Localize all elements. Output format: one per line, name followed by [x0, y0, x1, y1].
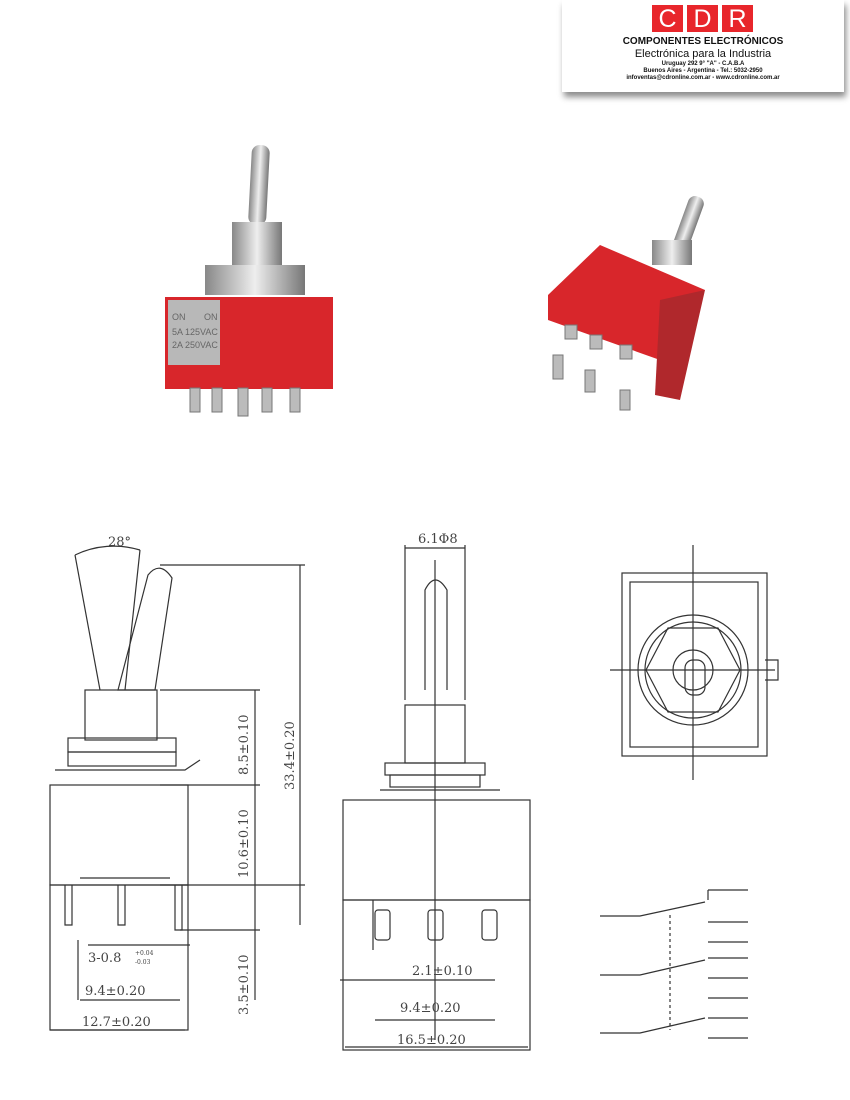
dim-pin-span-front: 9.4±0.20	[400, 1001, 461, 1016]
dim-pin-span-side: 9.4±0.20	[85, 984, 146, 999]
logo-letter: D	[687, 5, 718, 33]
svg-text:ON: ON	[204, 312, 218, 322]
logo-contact: infoventas@cdronline.com.ar - www.cdronl…	[626, 75, 780, 81]
company-logo-card: C D R COMPONENTES ELECTRÓNICOS Electróni…	[562, 0, 844, 92]
svg-text:ON: ON	[172, 312, 186, 322]
logo-tagline: COMPONENTES ELECTRÓNICOS	[622, 36, 784, 47]
logo-address: Uruguay 292 9° "A" - C.A.B.A	[661, 61, 745, 67]
svg-text:5A 125VAC: 5A 125VAC	[172, 327, 218, 337]
dim-width-front: 16.5±0.20	[397, 1033, 466, 1048]
switch-schematic	[600, 889, 748, 1039]
dim-pin-pitch: 2.1±0.10	[412, 964, 473, 979]
dim-height-upper: 8.5±0.10	[237, 714, 252, 775]
dim-pin-length: 3.5±0.10	[237, 954, 252, 1015]
switch-photo-angled	[548, 196, 705, 411]
dim-angle: 28°	[108, 535, 131, 550]
logo-letter: R	[722, 5, 753, 33]
front-view-drawing	[340, 545, 530, 1051]
side-view-drawing	[49, 545, 305, 1031]
logo-subtitle: Electrónica para la Industria	[634, 48, 772, 60]
dim-handle-diameter: 6.1Φ8	[418, 532, 458, 547]
top-view-drawing	[610, 545, 779, 780]
dim-pin-tol-minus: -0.03	[135, 959, 151, 966]
switch-photo-front: ON ON 5A 125VAC 2A 250VAC	[165, 144, 333, 417]
svg-text:2A 250VAC: 2A 250VAC	[172, 340, 218, 350]
dim-width-side: 12.7±0.20	[82, 1015, 151, 1030]
cdr-logo: C D R	[652, 5, 753, 33]
dim-pin-width: 3-0.8	[88, 951, 121, 966]
dim-pin-tol-plus: +0.04	[135, 950, 154, 957]
dim-body-height: 10.6±0.10	[237, 809, 252, 878]
logo-city-phone: Buenos Aires - Argentina - Tel.: 5032-29…	[643, 68, 763, 74]
dim-height-total: 33.4±0.20	[283, 721, 298, 790]
logo-letter: C	[652, 5, 683, 33]
